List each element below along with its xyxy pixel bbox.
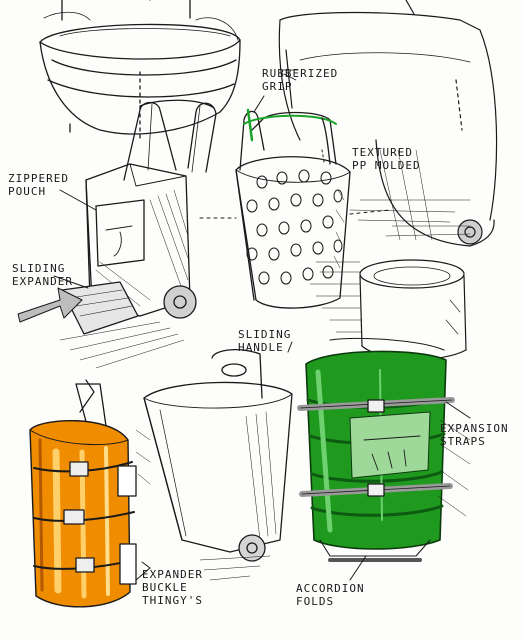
label-sliding-expander: SLIDING EXPANDER xyxy=(12,262,73,288)
label-rubberized-grip: RUBBERIZED GRIP xyxy=(262,67,339,93)
polka-dot-cart-sketch xyxy=(235,108,351,309)
polka-dots xyxy=(246,169,343,285)
label-expansion-straps: EXPANSION STRAPS xyxy=(440,422,509,448)
label-sliding-handle: SLIDING HANDLE xyxy=(238,328,292,354)
label-expander-buckle: EXPANDER BUCKLE THINGY'S xyxy=(142,568,203,607)
trolley-pouch-sketch xyxy=(17,99,217,369)
label-textured-pp-molded: TEXTURED PP MOLDED xyxy=(352,146,421,172)
molded-tank-sketch xyxy=(278,0,498,247)
label-zippered-pouch: ZIPPERED POUCH xyxy=(8,172,69,198)
orange-cart-sketch xyxy=(29,379,151,608)
green-cart-sketch xyxy=(297,337,471,581)
basket-sketch-top xyxy=(39,0,241,139)
label-accordion-folds: ACCORDION FOLDS xyxy=(296,582,365,608)
open-bin-sketch xyxy=(143,348,293,581)
leader-lines xyxy=(53,95,391,353)
